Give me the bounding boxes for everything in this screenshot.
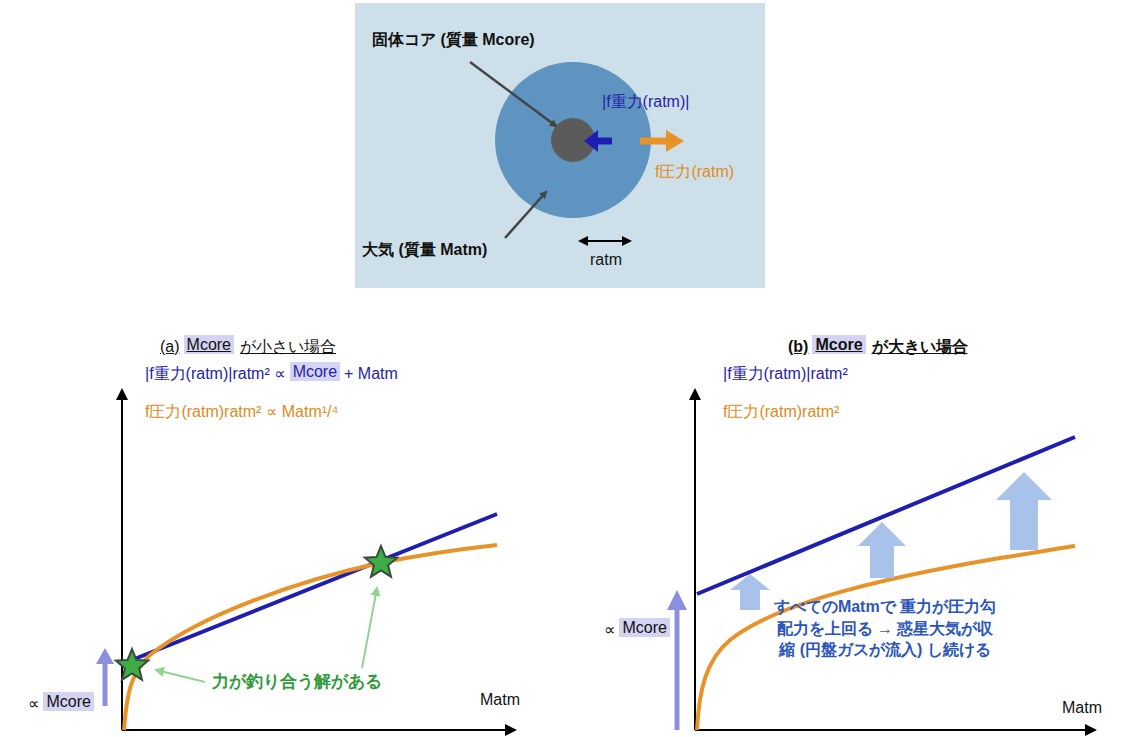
proportional: ∝ — [604, 620, 615, 639]
axis — [694, 390, 696, 730]
gravity-line — [122, 514, 497, 664]
pressure-head — [666, 130, 684, 152]
leader — [362, 588, 377, 668]
gravity-formula: + Matm — [344, 364, 398, 383]
panel-title: (a) — [160, 337, 180, 356]
up-arrow — [858, 522, 906, 578]
radius-label: ratm — [590, 250, 622, 269]
shift-arrow — [103, 662, 108, 706]
axis-label: Matm — [480, 690, 520, 709]
pressure-arrow — [640, 138, 668, 145]
core-label: 固体コア (質量 Mcore) — [372, 30, 535, 49]
panel-title: Mcore — [184, 335, 234, 354]
core-mass: Mcore — [619, 618, 669, 637]
shift-head — [667, 590, 687, 610]
axis-label: Matm — [1062, 698, 1102, 717]
conclusion-note: すべてのMatmで 重力が圧力勾配力を上回る → 惑星大気が収縮 (円盤ガスが流… — [770, 596, 1000, 661]
star — [116, 649, 148, 680]
shift-head — [96, 648, 114, 664]
gravity-formula: Mcore — [290, 362, 340, 381]
balance-note: 力が釣り合う解がある — [212, 672, 382, 692]
gravity-formula: |f重力(ratm)|ratm² ∝ — [145, 364, 286, 383]
leader — [156, 670, 205, 682]
gravity-head — [584, 130, 598, 152]
panel-title: (b) — [788, 337, 808, 356]
axis — [695, 729, 1095, 731]
radius-arrow — [580, 240, 630, 242]
pressure-curve — [124, 545, 497, 730]
axis — [122, 729, 515, 731]
pressure-formula: f圧力(ratm)ratm² — [723, 402, 839, 421]
panel — [355, 3, 765, 288]
leader — [505, 192, 546, 238]
stars — [116, 546, 397, 680]
gravity-formula: |f重力(ratm)|ratm² — [723, 364, 848, 383]
pressure-formula: f圧力(ratm)ratm² ∝ Matm¹/⁴ — [145, 402, 338, 421]
panel-title: が小さい場合 — [240, 337, 336, 356]
up-arrow — [996, 472, 1052, 550]
pressure-label: f圧力(ratm) — [655, 162, 734, 181]
core-mass: Mcore — [43, 692, 93, 711]
gravity-line — [697, 437, 1075, 594]
panel-title: が大きい場合 — [872, 337, 968, 356]
atmosphere-label: 大気 (質量 Matm) — [362, 240, 487, 259]
atmosphere — [495, 62, 651, 218]
gravity-label: |f重力(ratm)| — [602, 92, 689, 111]
shift-arrow — [675, 608, 680, 730]
star — [365, 546, 397, 577]
panel-title: Mcore — [812, 335, 865, 354]
up-arrow — [730, 574, 770, 610]
leader — [470, 62, 556, 126]
proportional: ∝ — [28, 694, 39, 713]
